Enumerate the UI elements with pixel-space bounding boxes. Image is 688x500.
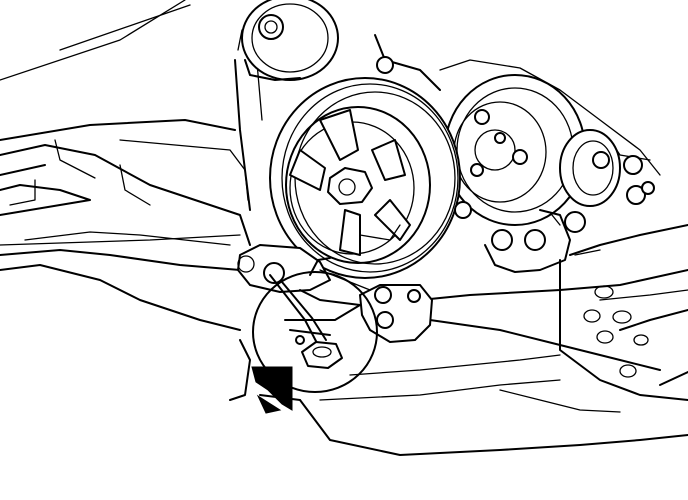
subframe-icon [0, 139, 688, 456]
subframe-holes [583, 285, 649, 378]
idler-pulley-icon [237, 0, 339, 81]
crankshaft-bolt-icon [327, 167, 373, 205]
engine-mount-icon [237, 244, 433, 343]
crankshaft-pulley-icon [269, 56, 513, 279]
pulley-spokes [289, 109, 411, 256]
accessory-pulley-icon [444, 74, 655, 273]
small-pulley-icon [559, 129, 621, 207]
timing-cover-bolt-icon [376, 56, 513, 251]
mount-bolt-icon [269, 274, 361, 369]
rotation-arrow-icon [251, 271, 378, 414]
idler-bolt-icon [258, 14, 284, 40]
bracket-bolt-icon [524, 151, 655, 251]
